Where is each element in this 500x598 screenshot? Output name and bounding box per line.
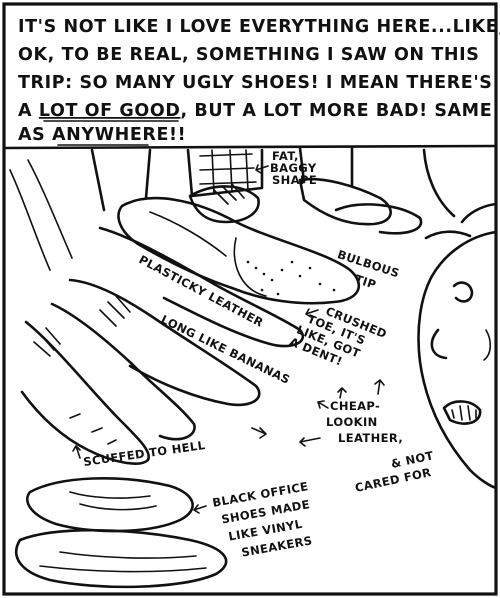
shoe-scuffed — [20, 320, 151, 465]
shoe-long-banana-2 — [50, 302, 196, 441]
note-fat-baggy-1: FAT, — [272, 149, 299, 163]
shoe-vinyl-sneaker-2 — [14, 528, 228, 589]
note-black-office-shoes: BLACK OFFICE SHOES MADE LIKE VINYL SNEAK… — [211, 479, 313, 559]
sneaker-stitching-1 — [69, 491, 157, 511]
arrow-up-dent — [374, 379, 385, 395]
note-scuffed-to-hell: SCUFFED TO HELL — [82, 438, 206, 469]
shoe-top-middle — [188, 185, 260, 224]
shoe-behind-brogue — [98, 226, 304, 348]
shoe-drawings — [9, 146, 498, 589]
caption-line-4-pre: A — [18, 101, 39, 121]
note-bulbous-tip-2: TIP — [353, 272, 378, 292]
laces-banana-shoe — [99, 295, 131, 327]
character-head — [417, 230, 498, 490]
caption-underlined-phrase: LOT OF GOOD — [39, 101, 181, 121]
arrow-cheap-left — [299, 437, 321, 447]
note-fat-baggy-2: BAGGY — [270, 161, 317, 175]
note-cheap-lookin-2: LOOKIN — [326, 415, 378, 429]
caption-line-4: A LOT OF GOOD, BUT A LOT MORE BAD! SAME — [18, 101, 492, 121]
arrow-crushed-toe — [305, 308, 319, 318]
arrow-bananas — [251, 427, 267, 439]
character-ear — [483, 329, 492, 361]
shoe-vinyl-sneaker-1 — [26, 477, 194, 533]
trouser-check-pattern — [199, 149, 257, 195]
note-long-like-bananas: LONG LIKE BANANAS — [159, 312, 293, 387]
laces-scuffed-shoe — [33, 327, 61, 357]
arrow-black-office — [193, 504, 207, 514]
note-cheap-lookin-3: LEATHER, — [338, 431, 403, 445]
character-teeth — [451, 405, 477, 421]
note-fat-baggy-3: SHAPE — [272, 173, 317, 187]
note-cheap-lookin-1: CHEAP- — [330, 399, 380, 413]
shoe-far-right — [334, 203, 423, 235]
sneaker-stitching-2 — [39, 551, 207, 573]
caption-divider — [2, 144, 498, 150]
laces-top-middle — [213, 183, 245, 205]
arrow-cheap-leather — [317, 400, 329, 409]
caption-line-1: IT'S NOT LIKE I LOVE EVERYTHING HERE...L… — [18, 17, 500, 37]
shoe-top-right — [298, 177, 392, 226]
caption: IT'S NOT LIKE I LOVE EVERYTHING HERE...L… — [18, 17, 500, 146]
character-nose — [430, 328, 448, 360]
shoe-long-banana-1 — [68, 278, 261, 407]
trouser-leg-right — [298, 146, 354, 188]
trouser-leg-left — [90, 148, 152, 212]
character-mouth — [442, 400, 482, 425]
caption-line-5: AS ANYWHERE!! — [18, 125, 186, 145]
note-bulbous-tip: BULBOUS TIP — [336, 247, 402, 292]
brogue-perforations — [246, 260, 336, 296]
brogue-stitch-lines — [149, 211, 267, 297]
caption-line-3: TRIP: SO MANY UGLY SHOES! I MEAN THERE'S — [18, 73, 493, 93]
caption-line-4-post: , BUT A LOT MORE BAD! SAME — [180, 101, 492, 121]
arrow-cheap-up — [337, 387, 347, 399]
left-trouser-lines — [9, 159, 73, 271]
right-figure-shoulder — [422, 148, 456, 218]
note-crushed-toe: CRUSHED TOE, IT'S LIKE, GOT A DENT! — [288, 304, 389, 369]
arrow-scuffed — [72, 445, 81, 459]
shoe-bulbous-brogue — [117, 196, 361, 305]
arrow-fat-baggy — [255, 164, 269, 174]
scuff-marks — [69, 413, 117, 445]
character-hair — [424, 202, 498, 240]
caption-line-2: OK, TO BE REAL, SOMETHING I SAW ON THIS — [18, 45, 479, 65]
character-eye — [452, 281, 474, 303]
